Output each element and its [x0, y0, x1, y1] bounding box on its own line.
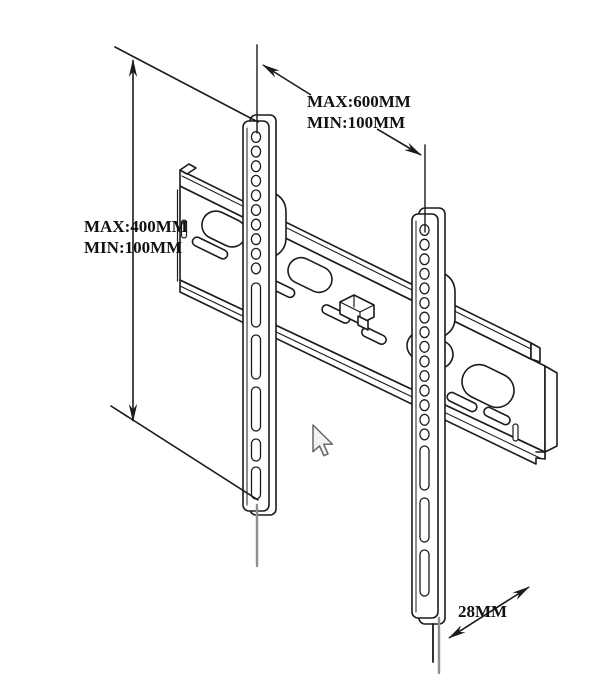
vertical-dimension: MAX:400MM MIN:100MM	[84, 46, 259, 501]
vertical-dimension-max-label: MAX:400MM	[84, 217, 188, 236]
left-rail-slots	[250, 282, 262, 500]
right-rail-slots	[419, 445, 430, 597]
horizontal-dimension-min-label: MIN:100MM	[307, 113, 405, 132]
left-rail-holes	[250, 130, 262, 275]
depth-dimension: 28MM	[432, 586, 530, 663]
mouse-cursor-icon	[312, 424, 334, 457]
center-lines	[255, 44, 441, 675]
vertical-dimension-min-label: MIN:100MM	[84, 238, 182, 257]
horizontal-dimension: MAX:600MM MIN:100MM	[262, 64, 422, 156]
horizontal-dimension-max-label: MAX:600MM	[307, 92, 411, 111]
right-rail	[411, 207, 456, 625]
locking-clamp	[339, 294, 375, 331]
wall-plate	[176, 163, 558, 465]
right-rail-holes	[419, 223, 430, 441]
depth-dimension-label: 28MM	[458, 602, 507, 621]
